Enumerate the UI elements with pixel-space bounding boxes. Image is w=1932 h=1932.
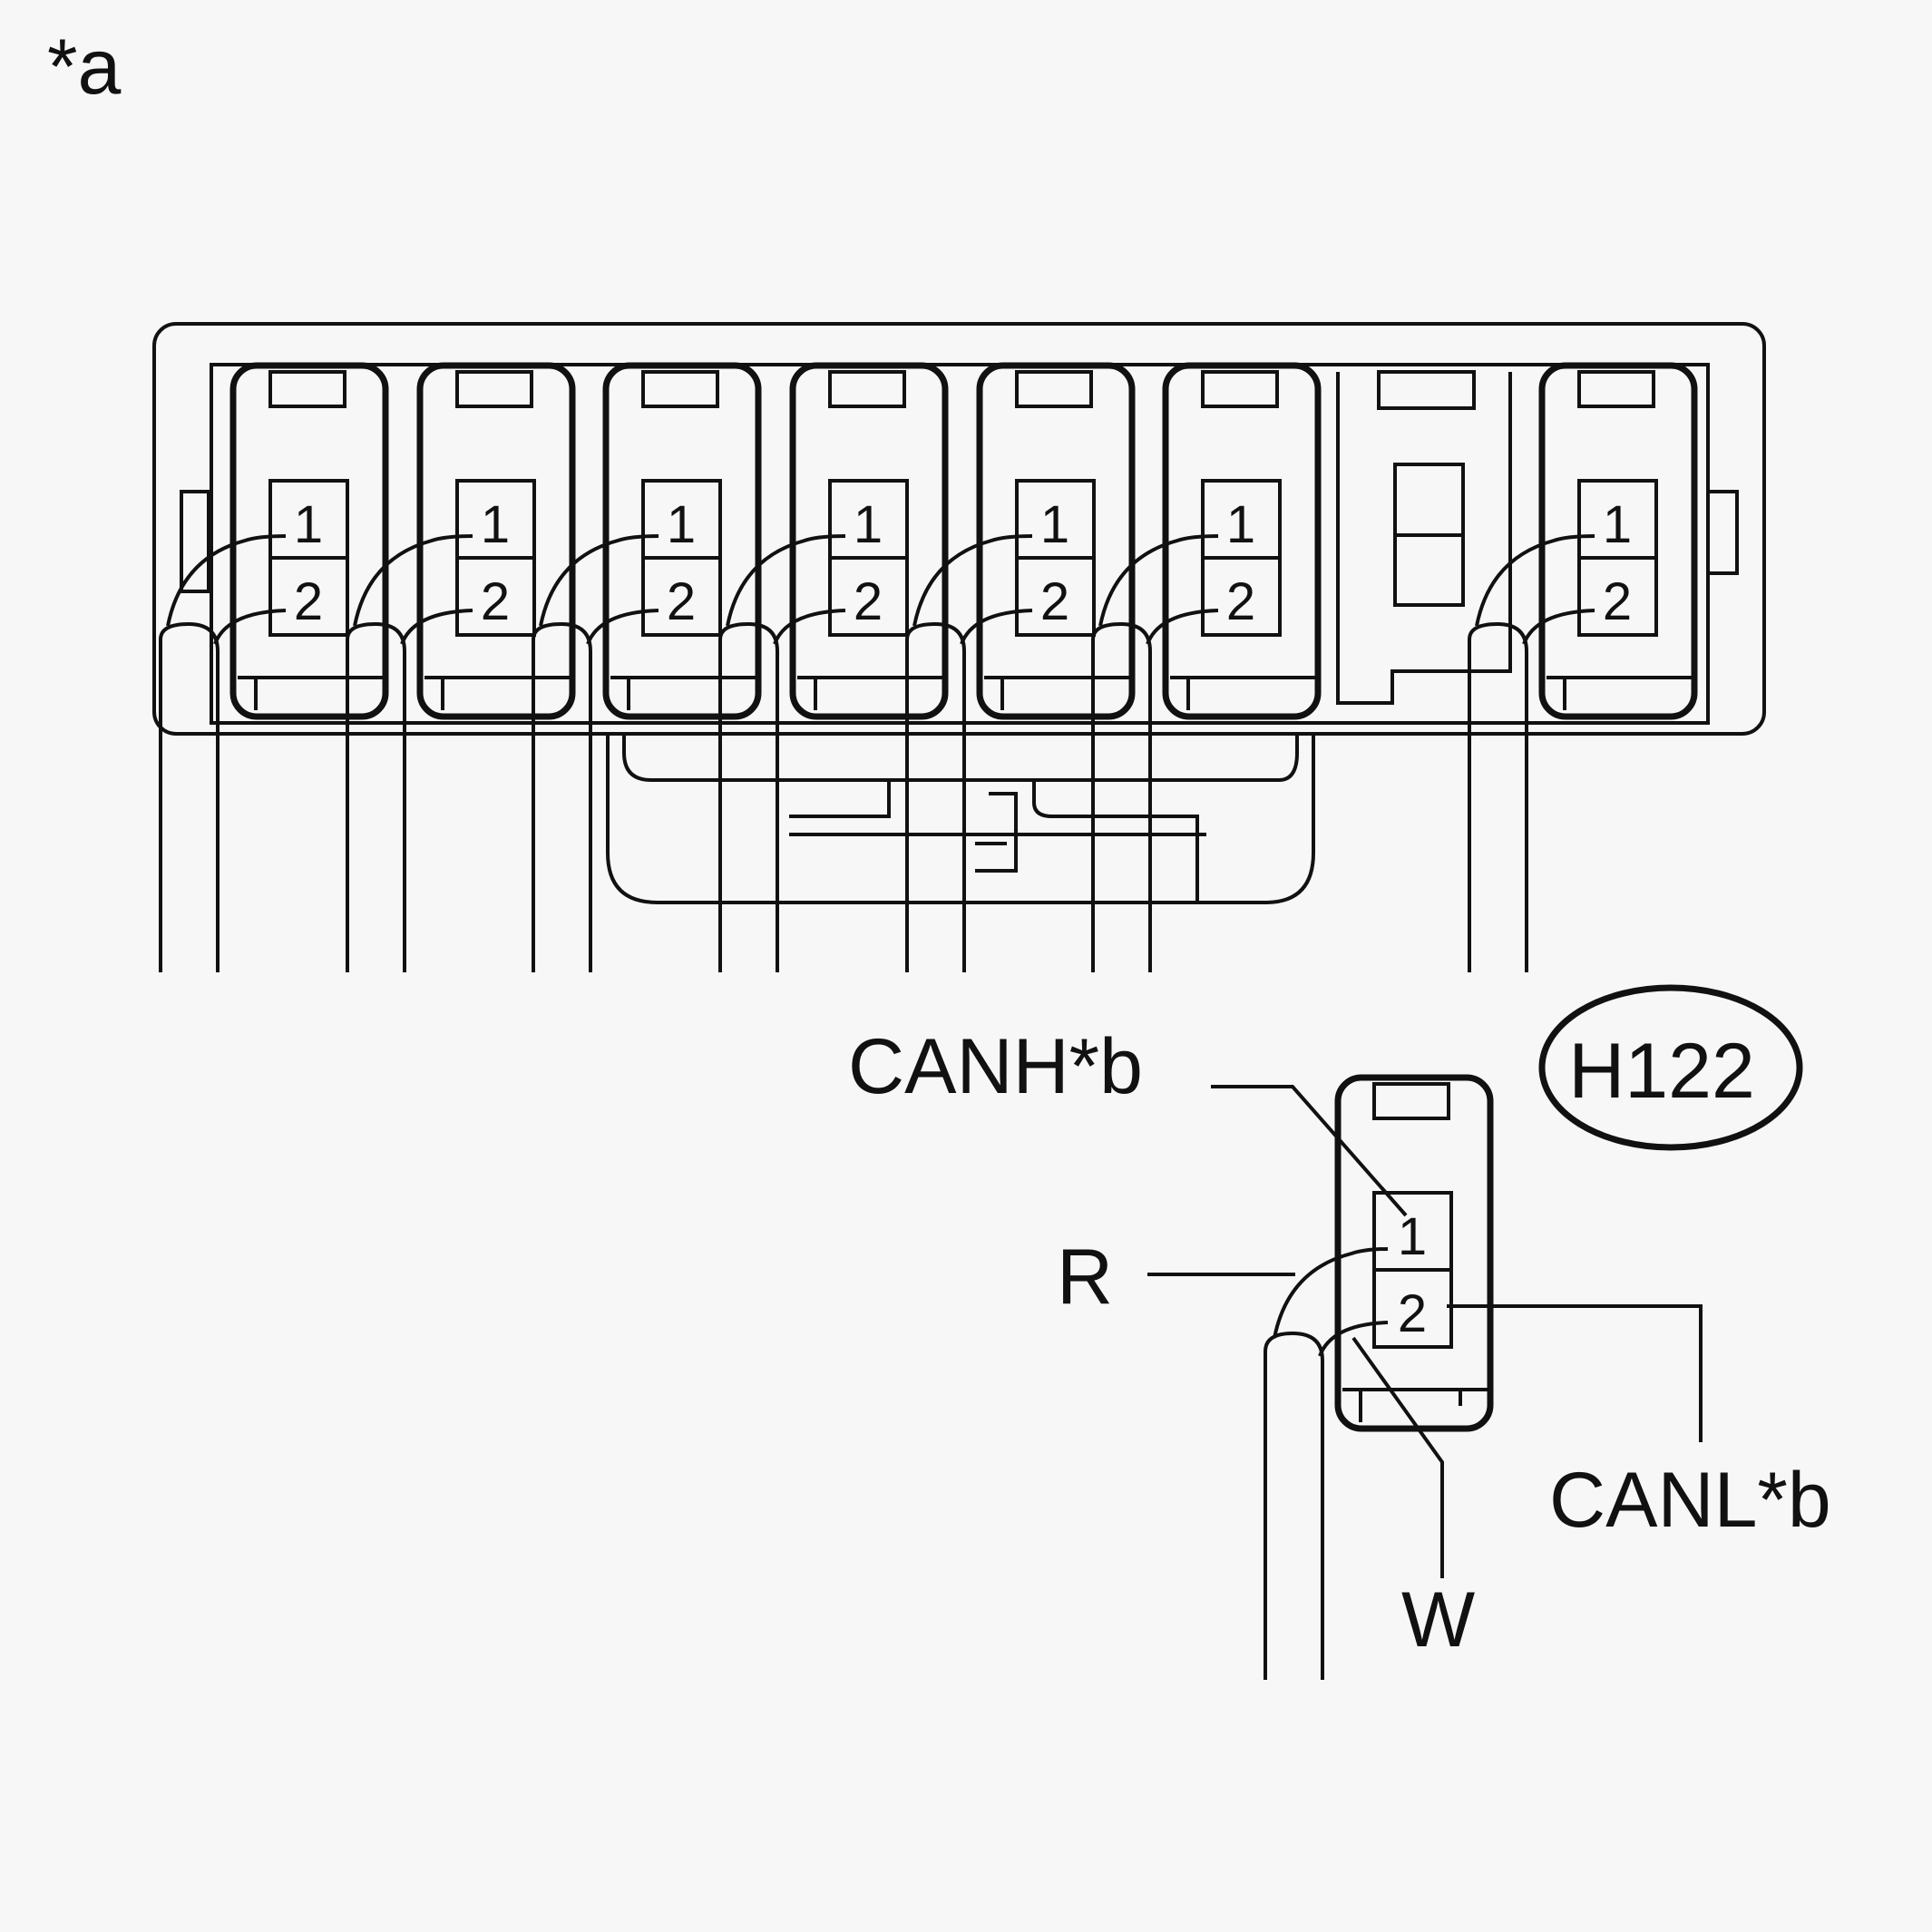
- cavity-5-wire-1: [912, 534, 1033, 627]
- cavity-2: 12: [346, 362, 576, 972]
- connector-id-label: H122: [1568, 1028, 1755, 1115]
- h122-wire-w: [1318, 1321, 1389, 1357]
- cavity-7-pin-1-number: 1: [1603, 495, 1632, 554]
- cavity-3-pin-2-number: 2: [667, 572, 696, 631]
- cavity-4-wire-2: [773, 609, 846, 645]
- cavity-7-lock-tab: [1577, 370, 1655, 408]
- right-latch-tab: [1706, 490, 1739, 575]
- cavity-3-housing: [602, 362, 762, 720]
- cavity-2-pin-2-number: 2: [481, 572, 510, 631]
- cavity-2-pin-1-number: 1: [481, 495, 510, 554]
- cavity-1-lock-tab: [268, 370, 346, 408]
- junction-block-outer-housing: [152, 322, 1766, 736]
- cavity-7-wire-2: [1522, 609, 1595, 645]
- cavity-5: 12: [905, 362, 1136, 972]
- cavity-7-wire-harness: [1468, 621, 1528, 972]
- cavity-2-lock-tab: [455, 370, 533, 408]
- cavity-3-wire-1: [539, 534, 659, 627]
- cavity-5-wire-2: [960, 609, 1033, 645]
- junction-block-inner-frame: [210, 363, 1710, 725]
- w-leader-line: [1351, 1336, 1444, 1578]
- blank-cavity: [1336, 370, 1512, 705]
- left-latch-tab: [180, 490, 210, 593]
- canh-leader-line: [1211, 1085, 1408, 1217]
- h122-pin-2-number: 2: [1398, 1284, 1427, 1343]
- cavity-6-pin-2-number: 2: [1226, 572, 1255, 631]
- cavity-1-wire-harness: [159, 621, 220, 972]
- cavity-1: 12: [159, 362, 389, 972]
- canl-leader-line: [1447, 1304, 1703, 1442]
- cavity-4: 12: [718, 362, 949, 972]
- cavity-6-lock-tab: [1201, 370, 1279, 408]
- cavity-5-lock-tab: [1015, 370, 1093, 408]
- h122-wire-r: [1273, 1247, 1389, 1339]
- cavity-4-housing: [789, 362, 949, 720]
- wire-color-r-label: R: [1057, 1234, 1113, 1321]
- h122-housing: [1334, 1074, 1494, 1432]
- cavity-1-pin-1-number: 1: [294, 495, 323, 554]
- cavity-4-wire-1: [726, 534, 846, 627]
- cavity-4-pin-2-number: 2: [854, 572, 883, 631]
- cavity-6-wire-2: [1146, 609, 1219, 645]
- lower-bracket: [606, 735, 1315, 904]
- cavity-2-wire-1: [353, 534, 473, 627]
- h122-lock-tab: [1372, 1082, 1450, 1120]
- view-note-label: *a: [47, 24, 121, 111]
- h122-wire-harness: [1264, 1331, 1324, 1680]
- cavity-4-pin-1-number: 1: [854, 495, 883, 554]
- cavity-7-pin-2-number: 2: [1603, 572, 1632, 631]
- cavity-1-pin-2-number: 2: [294, 572, 323, 631]
- cavity-5-pin-1-number: 1: [1040, 495, 1069, 554]
- cavity-1-wire-1: [166, 534, 287, 627]
- h122-pin-1-number: 1: [1398, 1207, 1427, 1266]
- cavity-3-pin-1-number: 1: [667, 495, 696, 554]
- cavity-5-housing: [976, 362, 1136, 720]
- wire-color-w-label: W: [1401, 1576, 1475, 1664]
- h122-connector: 1 2: [1147, 984, 1803, 1680]
- cavity-7-housing: [1538, 362, 1698, 720]
- cavity-3-lock-tab: [641, 370, 719, 408]
- cavity-7: 12: [1468, 362, 1698, 972]
- cavity-7-wire-1: [1475, 534, 1595, 627]
- canl-label: CANL*b: [1549, 1457, 1831, 1544]
- cavity-6: 12: [1091, 362, 1322, 972]
- connector-id-oval: [1538, 984, 1803, 1151]
- cavity-3-wire-2: [586, 609, 659, 645]
- cavity-6-housing: [1162, 362, 1322, 720]
- cavity-1-wire-2: [213, 609, 287, 645]
- cavity-2-wire-2: [400, 609, 473, 645]
- cavity-4-lock-tab: [828, 370, 906, 408]
- cavity-3: 12: [532, 362, 762, 972]
- cavity-6-pin-1-number: 1: [1226, 495, 1255, 554]
- cavity-6-wire-1: [1098, 534, 1219, 627]
- cavity-2-housing: [416, 362, 576, 720]
- canh-label: CANH*b: [848, 1023, 1143, 1110]
- cavity-1-housing: [229, 362, 389, 720]
- cavity-5-pin-2-number: 2: [1040, 572, 1069, 631]
